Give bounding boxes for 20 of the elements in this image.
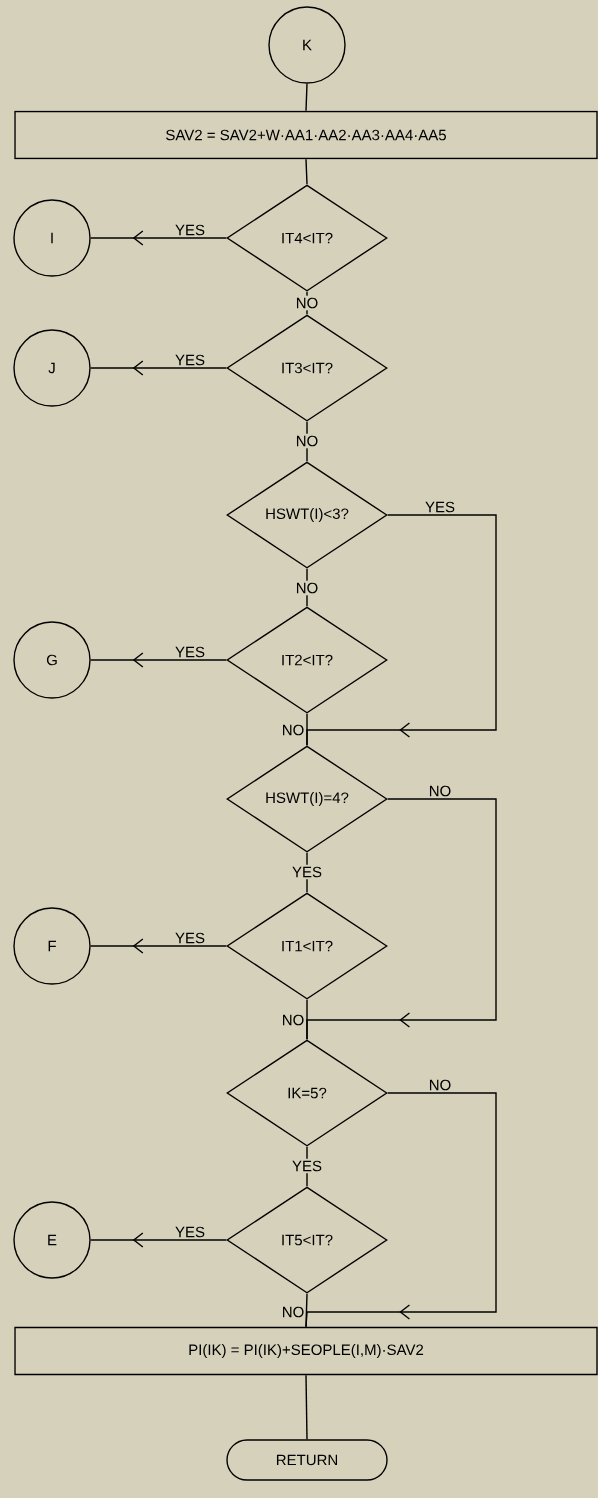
edge-label: YES [175,646,205,658]
edge-label: NO [283,724,304,736]
connector-line [305,1374,308,1440]
edge-label: NO [430,1079,451,1091]
terminal-box: RETURN [226,1439,388,1481]
edge-label: YES [425,501,455,513]
edge-label: YES [175,1226,205,1238]
connector-line [306,713,308,746]
edge-label: NO [283,1014,304,1026]
edge-label: YES [175,932,205,944]
connector-line [305,83,308,112]
edge-label: NO [430,785,451,797]
edge-label: YES [175,354,205,366]
edge-label: NO [283,1306,304,1318]
process-box: PI(IK) = PI(IK)+SEOPLE(I,M)·SAV2 [14,1326,598,1376]
connector-line [305,158,308,185]
connector-line [305,1293,308,1328]
connector-line [306,999,308,1040]
edge-label: YES [175,224,205,236]
process-box: SAV2 = SAV2+W·AA1·AA2·AA3·AA4·AA5 [14,110,598,160]
